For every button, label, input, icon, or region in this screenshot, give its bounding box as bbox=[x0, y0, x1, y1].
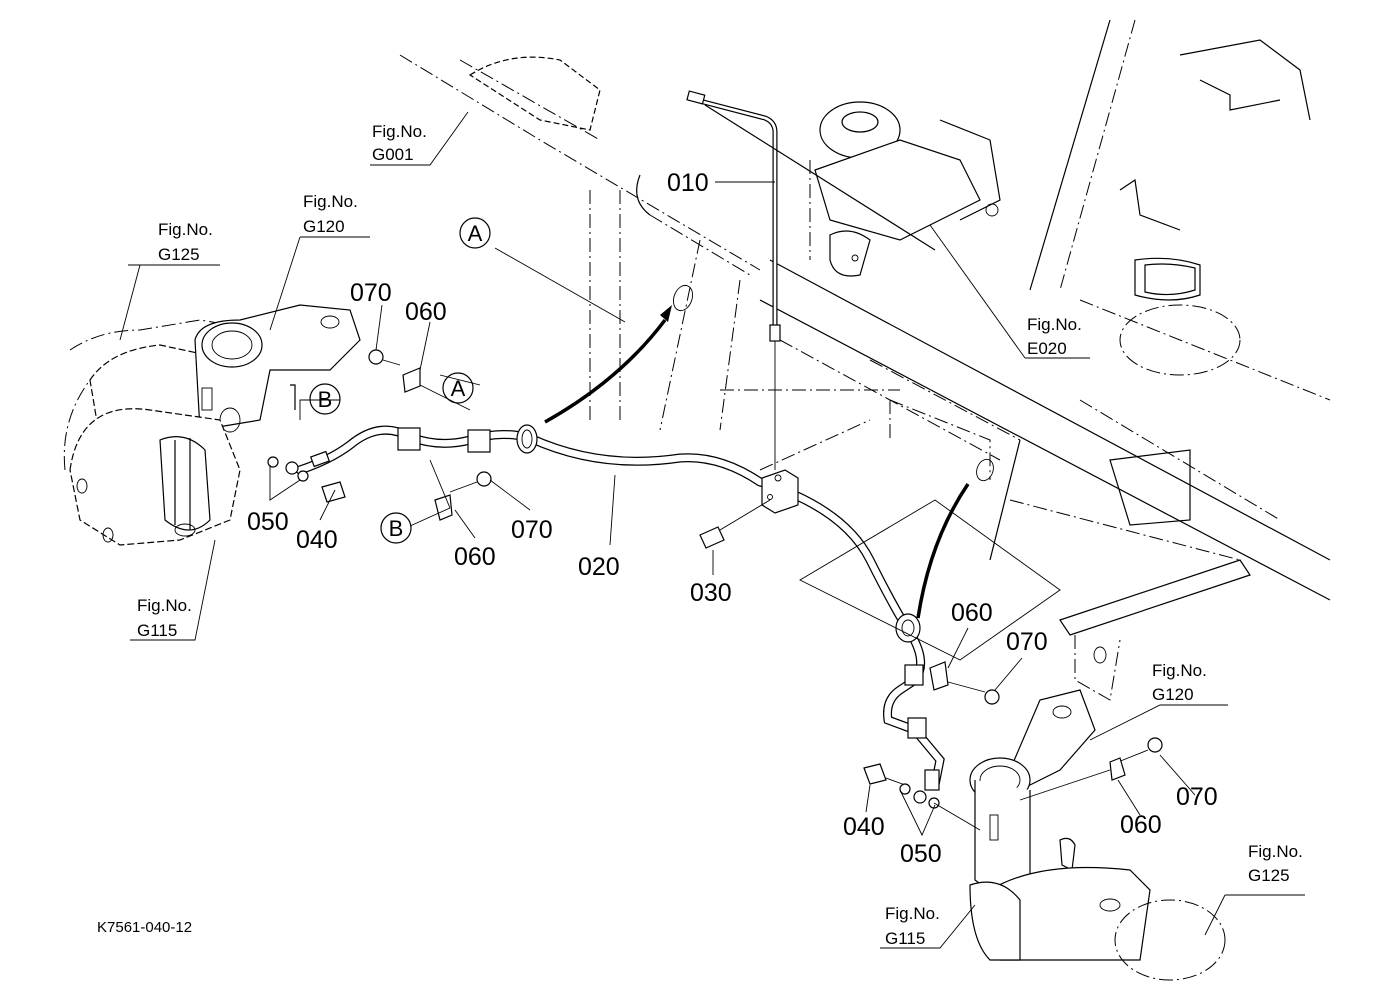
callout-070-right-top: 070 bbox=[1006, 628, 1048, 656]
leader-lines bbox=[119, 111, 1305, 949]
part-callouts: 010 020 030 040 050 060 070 060 070 060 … bbox=[247, 169, 1218, 868]
fig-ref-g115-right-code: G115 bbox=[885, 929, 925, 948]
marker-a-clip: A bbox=[451, 376, 466, 401]
fig-ref-g120-left-prefix: Fig.No. bbox=[303, 192, 358, 211]
reference-arrows bbox=[544, 284, 1061, 661]
fig-ref-g115-right-prefix: Fig.No. bbox=[885, 904, 940, 923]
callout-040-right: 040 bbox=[843, 813, 885, 841]
marker-b-steer-circle bbox=[309, 383, 341, 415]
chassis-frame bbox=[399, 19, 1331, 701]
callout-070-mid: 070 bbox=[511, 516, 553, 544]
reference-markers: A A B B bbox=[309, 217, 491, 544]
three-way-joint-030 bbox=[699, 469, 799, 549]
fig-ref-g120-right-code: G120 bbox=[1152, 685, 1194, 704]
fig-ref-g120-left-code: G120 bbox=[303, 217, 345, 236]
fig-ref-g125-left-code: G125 bbox=[158, 245, 200, 264]
callout-060-right-bottom: 060 bbox=[1120, 811, 1162, 839]
figure-references: Fig.No. G001 Fig.No. G125 Fig.No. G120 F… bbox=[137, 122, 1303, 948]
brake-hose-020 bbox=[295, 424, 945, 791]
callout-050-left: 050 bbox=[247, 508, 289, 536]
fig-ref-g120-right-prefix: Fig.No. bbox=[1152, 661, 1207, 680]
callout-060-mid: 060 bbox=[454, 543, 496, 571]
callout-060-top: 060 bbox=[405, 298, 447, 326]
marker-a-main: A bbox=[468, 221, 483, 246]
fig-ref-g115-left-code: G115 bbox=[137, 621, 177, 640]
callout-020: 020 bbox=[578, 553, 620, 581]
callout-060-right-top: 060 bbox=[951, 599, 993, 627]
fasteners bbox=[267, 349, 1163, 831]
callout-070-right-bottom: 070 bbox=[1176, 783, 1218, 811]
marker-b-clip-circle bbox=[380, 512, 412, 544]
fig-ref-g125-right-code: G125 bbox=[1248, 866, 1290, 885]
fig-ref-g125-left-prefix: Fig.No. bbox=[158, 220, 213, 239]
fig-ref-g125-right-prefix: Fig.No. bbox=[1248, 842, 1303, 861]
right-axle-assembly bbox=[969, 689, 1226, 981]
drawing-code: K7561-040-12 bbox=[97, 919, 192, 936]
callout-050-right: 050 bbox=[900, 840, 942, 868]
fig-ref-e020-prefix: Fig.No. bbox=[1027, 315, 1082, 334]
brake-pipe-010 bbox=[686, 90, 936, 470]
fig-ref-e020-code: E020 bbox=[1027, 339, 1067, 358]
marker-b-clip: B bbox=[389, 516, 404, 541]
left-axle-assembly bbox=[63, 304, 361, 546]
callout-070-top: 070 bbox=[350, 279, 392, 307]
marker-a-clip-circle bbox=[442, 372, 474, 404]
marker-a-main-circle bbox=[459, 217, 491, 249]
callout-040-left: 040 bbox=[296, 526, 338, 554]
fig-ref-g001-code: G001 bbox=[372, 145, 414, 164]
fig-ref-g001-prefix: Fig.No. bbox=[372, 122, 427, 141]
fig-ref-g115-left-prefix: Fig.No. bbox=[137, 596, 192, 615]
marker-b-steer: B bbox=[318, 387, 333, 412]
callout-010: 010 bbox=[667, 169, 709, 197]
callout-030: 030 bbox=[690, 579, 732, 607]
